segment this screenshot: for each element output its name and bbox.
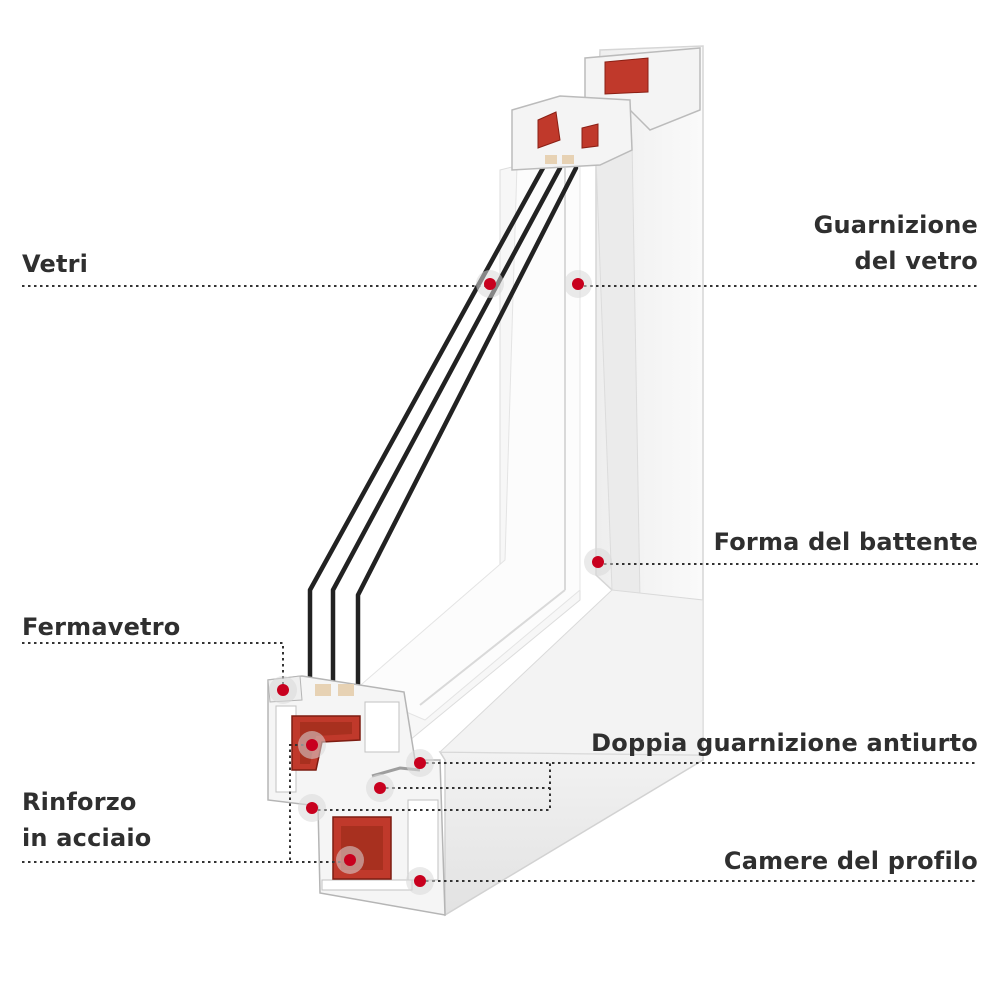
sash-glass-area [354,149,581,721]
marker-camere [414,875,426,887]
label-doppia-guarnizione: Doppia guarnizione antiurto [591,729,978,757]
frame-bottom-front [438,589,704,756]
marker-vetri [484,278,496,290]
glass-pane-middle [330,165,563,693]
label-guarnizione-vetro-line-1: Guarnizione [813,211,978,239]
label-rinforzo-line-2: in acciaio [22,824,152,852]
top-sash-reinforcement-2 [581,123,599,149]
top-frame-reinforcement [604,57,649,95]
bottom-chamber-4 [321,879,413,891]
bottom-spacer-1 [315,684,331,696]
frame-bottom-member [438,751,704,917]
glass-pane-inner [355,165,579,693]
top-section-cap [511,47,701,171]
leader-fermavetro [22,642,284,690]
label-rinforzo-line-1: Rinforzo [22,788,137,816]
bottom-chamber-3 [407,799,439,881]
sash-frame [354,149,581,741]
window-frame [438,45,704,917]
label-guarnizione-vetro: Guarnizione del vetro [814,207,978,279]
label-rinforzo: Rinforzo in acciaio [22,784,151,856]
leader-rinforzo-2 [312,788,551,811]
top-spacer-2 [562,155,574,164]
markers [269,270,612,895]
label-guarnizione-vetro-line-2: del vetro [854,247,978,275]
top-sash-reinforcement [537,111,561,149]
top-sash-section [511,95,633,171]
glass-pane-outer [307,165,546,693]
label-forma-battente: Forma del battente [713,528,978,556]
marker-rinforzo-sash [306,739,318,751]
glass-panes [307,165,579,693]
marker-guarnizione-2 [374,782,386,794]
label-camere-profilo: Camere del profilo [723,847,978,875]
bottom-chamber-2 [364,701,400,753]
marker-rinforzo-low [306,802,318,814]
marker-fermavetro [277,684,289,696]
label-fermavetro: Fermavetro [22,613,181,641]
bottom-spacer-2 [338,684,354,696]
marker-battente [592,556,604,568]
top-spacer-1 [545,155,557,164]
label-vetri: Vetri [22,250,89,278]
marker-rinforzo-frame [344,854,356,866]
marker-guarnizione-1 [414,757,426,769]
sash-inner-edge-bottom [419,589,566,706]
marker-guarnizione [572,278,584,290]
leader-lines [22,285,978,882]
